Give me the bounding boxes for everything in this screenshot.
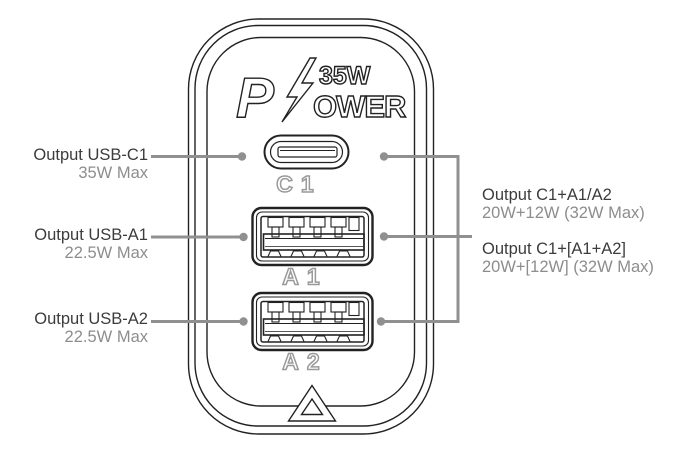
logo-letter-p: P [236,66,275,130]
usb-a1-port-label: A1 [282,264,327,290]
callout-output-usb-a2: Output USB-A2 22.5W Max [8,310,148,346]
callout-value: 22.5W Max [64,244,148,262]
lightning-bolt-icon [281,57,318,123]
logo-letters-ower: OWER [313,89,406,124]
callout-output-combined-2: Output C1+[A1+A2] 20W+[12W] (32W Max) [482,240,654,276]
callout-output-usb-a1: Output USB-A1 22.5W Max [8,226,148,262]
callout-value: 20W+[12W] (32W Max) [482,258,654,276]
callout-title: Output USB-C1 [33,146,148,164]
usb-a1-port [251,206,374,267]
callout-value: 20W+12W (32W Max) [482,204,645,222]
usb-a2-port-label: A2 [282,349,327,375]
callout-value: 35W Max [78,164,148,182]
callout-pointer-lines [151,152,472,326]
callout-value: 22.5W Max [64,328,148,346]
brand-logo: P 35W OWER [235,57,408,131]
callout-title: Output USB-A2 [34,310,148,328]
usb-c-port-label: C1 [276,171,321,197]
logo-wattage: 35W [319,62,371,90]
callout-output-usb-c1: Output USB-C1 35W Max [8,146,148,182]
brand-mark-triangle-icon [287,384,337,422]
callout-output-combined-1: Output C1+A1/A2 20W+12W (32W Max) [482,186,645,222]
usb-c-port [263,134,350,170]
callout-title: Output C1+[A1+A2] [482,240,627,258]
usb-a2-port [251,291,374,352]
callout-title: Output C1+A1/A2 [482,186,612,204]
callout-title: Output USB-A1 [34,226,148,244]
